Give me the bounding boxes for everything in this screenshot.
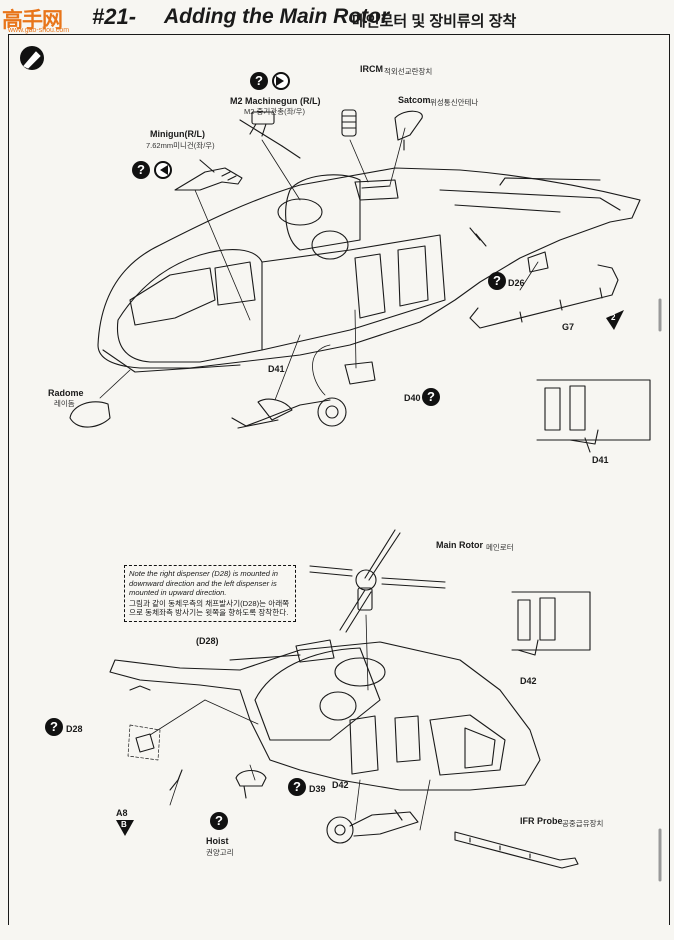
dispenser-note-en: Note the right dispenser (D28) is mounte…	[129, 569, 278, 598]
flip-direction-icon	[272, 72, 290, 90]
cement-icon	[20, 46, 44, 70]
dispenser-note: Note the right dispenser (D28) is mounte…	[124, 565, 296, 622]
site-logo: 高手网	[2, 9, 63, 32]
d39-label: D39	[309, 784, 326, 794]
flip-direction-icon	[154, 161, 172, 179]
d41-label: D41	[268, 364, 285, 374]
hoist-part	[235, 769, 267, 799]
question-icon: ?	[288, 778, 306, 796]
ircm-part	[341, 109, 357, 137]
radome-sub: 레이돔	[54, 399, 75, 408]
d42-detail-label: D42	[520, 676, 537, 686]
d28-paren-label: (D28)	[196, 636, 219, 646]
flag-2-label: 2	[611, 313, 616, 322]
ifr-probe-part	[454, 831, 579, 869]
top-leader-lines	[99, 127, 539, 401]
ifr-probe-label: IFR Probe	[520, 816, 563, 826]
main-rotor-part	[309, 529, 446, 633]
detail-inset-bottom	[511, 591, 591, 656]
question-icon: ?	[45, 718, 63, 736]
question-icon: ?	[422, 388, 440, 406]
top-helicopter-fuselage	[97, 167, 641, 373]
d28-label: D28	[66, 724, 83, 734]
m2-machinegun-part	[239, 111, 301, 159]
radome-part	[69, 401, 111, 428]
dispenser-note-ko: 그림과 같이 동체우측의 채프발사기(D28)는 아래쪽으로 동체좌측 방사기는…	[129, 598, 290, 618]
site-url: www.gao-shou.com	[8, 27, 70, 34]
landing-gear-bottom	[326, 809, 419, 844]
d42-label: D42	[332, 780, 349, 790]
page-frame	[8, 34, 670, 925]
radome-label: Radome	[48, 388, 84, 398]
satcom-part	[394, 110, 423, 151]
satcom-label: Satcom	[398, 95, 431, 105]
question-icon: ?	[132, 161, 150, 179]
d40-part	[344, 361, 376, 385]
question-icon: ?	[210, 812, 228, 830]
landing-gear-top	[231, 397, 347, 429]
question-icon: ?	[250, 72, 268, 90]
a8-part	[169, 769, 183, 791]
top-tail-step-rail	[469, 227, 619, 329]
step-title-korean: 메인로터 및 장비류의 장착	[352, 13, 517, 30]
flag-b-label: B	[121, 820, 127, 829]
d26-label: D26	[508, 278, 525, 288]
ircm-sub: 적외선교란장치	[384, 67, 433, 76]
detail-inset-top	[536, 379, 651, 453]
d41-detail-label: D41	[592, 455, 609, 465]
step-number: #21-	[92, 4, 137, 29]
g7-label: G7	[562, 322, 575, 332]
main-rotor-label: Main Rotor	[436, 540, 483, 550]
m2-machinegun-sub: M2 중기관총(좌/우)	[244, 107, 305, 116]
bottom-leader-lines	[149, 614, 431, 831]
minigun-sub: 7.62mm미니건(좌/우)	[146, 141, 215, 150]
d40-label: D40	[404, 393, 421, 403]
main-rotor-sub: 메인로터	[486, 543, 514, 552]
page-header: 高手网 www.gao-shou.com #21- Adding the Mai…	[0, 0, 674, 34]
minigun-part	[174, 159, 243, 191]
hoist-sub: 권양고리	[206, 848, 234, 857]
d28-part	[127, 724, 161, 761]
step-title: Adding the Main Rotor	[164, 5, 390, 28]
m2-machinegun-label: M2 Machinegun (R/L)	[230, 96, 321, 106]
bottom-helicopter-fuselage	[109, 639, 541, 791]
ifr-probe-sub: 공중급유장치	[562, 819, 604, 828]
a8-label: A8	[116, 808, 128, 818]
hoist-label: Hoist	[206, 836, 229, 846]
ircm-label: IRCM	[360, 64, 383, 74]
question-icon: ?	[488, 272, 506, 290]
minigun-label: Minigun(R/L)	[150, 129, 205, 139]
satcom-sub: 위성통신안테나	[430, 98, 479, 107]
